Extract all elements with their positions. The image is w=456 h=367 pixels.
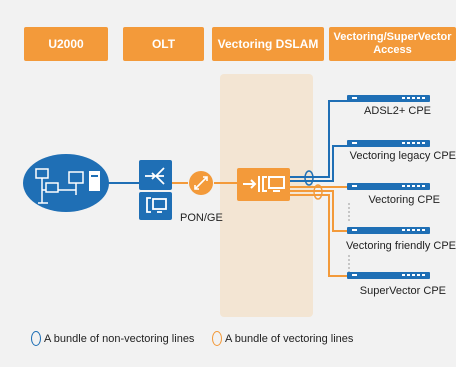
header-u2000: U2000: [24, 27, 108, 61]
dslam-device-icon: [237, 168, 290, 201]
cpe-label-vectoring: Vectoring CPE: [368, 194, 440, 206]
optical-splitter-icon: [189, 171, 213, 195]
legend-non-vectoring: A bundle of non-vectoring lines: [31, 331, 194, 346]
cpe-label-adsl2plus: ADSL2+ CPE: [364, 105, 431, 117]
cpe-modem-icon: [347, 183, 430, 190]
legend-vectoring: A bundle of vectoring lines: [212, 331, 353, 346]
bundle-ellipse-vectoring: [313, 184, 323, 200]
legend-vectoring-label: A bundle of vectoring lines: [225, 332, 354, 345]
legend-ellipse-orange: [212, 331, 222, 346]
cpe-label-vectoring-friendly: Vectoring friendly CPE: [345, 240, 456, 252]
network-computers-icon: [23, 154, 109, 212]
header-access: Vectoring/SuperVector Access: [329, 27, 456, 61]
cpe-label-vectoring-legacy: Vectoring legacy CPE: [349, 150, 456, 162]
blue-lines-bundle: [290, 100, 350, 182]
header-vectoring-dslam: Vectoring DSLAM: [212, 27, 324, 61]
cpe-modem-icon: [347, 95, 430, 102]
olt-device-icon: [139, 160, 172, 220]
cpe-modem-icon: [347, 227, 430, 234]
header-olt: OLT: [123, 27, 204, 61]
cpe-modem-icon: [347, 140, 430, 147]
legend-non-vectoring-label: A bundle of non-vectoring lines: [44, 332, 195, 345]
bundle-ellipse-non-vectoring: [304, 170, 314, 186]
cpe-modem-icon: [347, 272, 430, 279]
cpe-label-supervector: SuperVector CPE: [359, 285, 446, 297]
link-label-pon-ge: PON/GE: [180, 212, 223, 224]
legend-ellipse-blue: [31, 331, 41, 346]
